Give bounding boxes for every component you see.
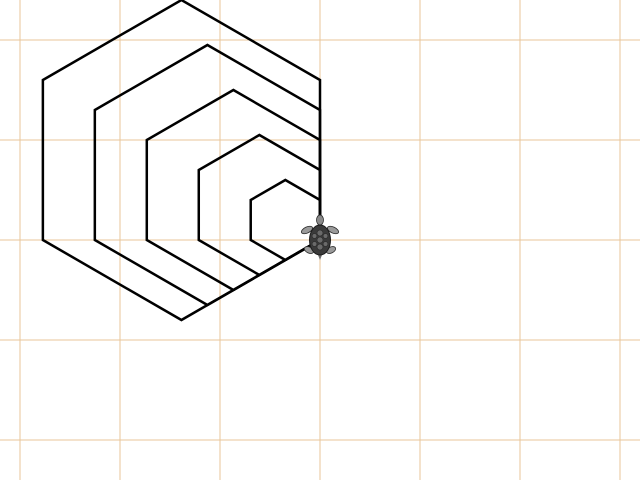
- turtle-shell-pattern: [311, 229, 329, 251]
- turtle-tail: [318, 255, 322, 260]
- hexagon-4: [197, 133, 322, 277]
- hexagon-1: [41, 0, 322, 322]
- turtle-leg-front-right: [327, 225, 339, 235]
- hexagon-5: [249, 178, 322, 262]
- turtle-icon: [301, 214, 339, 260]
- turtle-head: [316, 214, 324, 226]
- hexagon-2: [93, 43, 322, 307]
- hexagon-3: [145, 88, 322, 292]
- turtle-leg-front-left: [301, 225, 313, 235]
- hexagon-drawing: [41, 0, 322, 322]
